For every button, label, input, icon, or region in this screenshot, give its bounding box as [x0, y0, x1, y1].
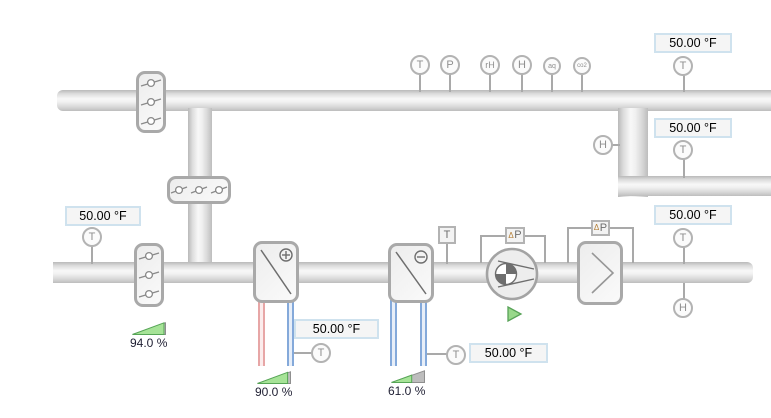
stem	[489, 74, 491, 92]
temp-readout-upper-right[interactable]: 50.00 °F	[654, 33, 732, 53]
sensor-label: co2	[577, 63, 587, 69]
stem	[683, 75, 685, 92]
heating-supply-pipe	[258, 298, 265, 366]
temp-sensor-icon: T	[82, 227, 102, 247]
fan-run-indicator-icon	[507, 306, 523, 322]
cooling-supply-pipe	[390, 300, 397, 366]
stem	[581, 75, 583, 92]
stem	[419, 74, 421, 92]
stem	[449, 74, 451, 92]
sensor-label: Δ	[593, 223, 600, 232]
stem	[446, 244, 448, 264]
minus-icon	[414, 250, 428, 264]
sensor-label: T	[443, 228, 451, 241]
plus-icon	[279, 248, 293, 262]
cooling-valve-value: 61.0 %	[388, 384, 426, 398]
mixing-duct-damper	[167, 176, 231, 204]
stem	[683, 247, 685, 264]
sensor-label: P	[599, 221, 608, 234]
co2-sensor-icon: co2	[573, 57, 591, 75]
heating-valve-value: 90.0 %	[255, 385, 293, 399]
fan-dp-bracket	[544, 235, 546, 263]
filter-chevron-icon	[591, 252, 615, 294]
damper-blades-icon	[138, 251, 160, 299]
sensor-label: T	[679, 143, 687, 156]
sensor-label: rH	[485, 59, 495, 70]
sensor-label: H	[679, 301, 687, 314]
stem	[551, 75, 553, 92]
fan-dp-bracket	[480, 235, 482, 263]
damper-blades-icon	[140, 78, 162, 126]
stem	[521, 74, 523, 92]
air-quality-sensor-icon: aq	[543, 57, 561, 75]
supply-fan	[485, 247, 539, 301]
coil-diagonal-icon	[395, 251, 427, 295]
stem	[426, 353, 448, 355]
humidity-sensor-icon: H	[593, 135, 613, 155]
fan-hub-icon	[494, 262, 518, 286]
stem	[292, 352, 314, 354]
cooling-valve-gauge-icon	[391, 370, 425, 383]
temp-readout-lower-right[interactable]: 50.00 °F	[654, 205, 732, 225]
stem	[611, 144, 620, 146]
filter-dp-bracket	[567, 227, 569, 263]
heating-valve-gauge-icon	[257, 371, 291, 384]
damper-position-gauge-icon	[132, 322, 166, 335]
damper-blades-icon	[170, 185, 228, 195]
damper-position-value: 94.0 %	[130, 336, 168, 350]
sensor-label: aq	[548, 62, 556, 70]
sensor-label: T	[416, 58, 424, 71]
sensor-label: T	[679, 59, 687, 72]
temp-sensor-icon: T	[446, 345, 466, 365]
duct-temp-probe-icon: T	[438, 226, 456, 244]
humidity-sensor-icon: H	[673, 298, 693, 318]
temp-sensor-icon: T	[673, 140, 693, 160]
sensor-label: T	[88, 230, 96, 243]
sensor-label: H	[599, 138, 607, 151]
temp-readout-lower-left[interactable]: 50.00 °F	[65, 206, 141, 226]
fan-dp-bracket	[480, 235, 507, 237]
temp-readout-branch[interactable]: 50.00 °F	[654, 118, 732, 138]
upper-duct-damper	[136, 71, 166, 133]
sensor-label: P	[514, 229, 522, 241]
humidity-rh-sensor-icon: rH	[480, 55, 500, 75]
pressure-sensor-icon: P	[440, 55, 460, 75]
filter-dp-bracket	[632, 227, 634, 263]
lower-duct-damper	[134, 243, 164, 307]
filter-dp-bracket	[607, 227, 634, 229]
coil-diagonal-icon	[260, 249, 292, 295]
stem	[683, 159, 685, 178]
sensor-label: Δ	[508, 230, 514, 240]
heating-coil	[253, 241, 299, 303]
stem	[683, 283, 685, 300]
sensor-label: H	[518, 58, 526, 71]
temp-readout-cooling-outlet[interactable]: 50.00 °F	[469, 343, 548, 363]
humidity-sensor-icon: H	[512, 55, 532, 75]
sensor-label: T	[452, 348, 460, 361]
stem	[91, 246, 93, 264]
sensor-label: T	[679, 231, 687, 244]
temp-sensor-icon: T	[673, 56, 693, 76]
heating-return-pipe	[287, 298, 294, 366]
temp-sensor-icon: T	[673, 228, 693, 248]
cooling-return-pipe	[420, 300, 427, 366]
temp-sensor-icon: T	[311, 343, 331, 363]
filter-dp-bracket	[567, 227, 593, 229]
sensor-label: P	[446, 58, 454, 71]
cooling-coil	[388, 243, 434, 303]
branch-duct	[618, 176, 771, 196]
sensor-label: T	[317, 346, 325, 359]
temp-sensor-icon: T	[410, 55, 430, 75]
temp-readout-heating-outlet[interactable]: 50.00 °F	[294, 319, 379, 339]
filter	[577, 241, 623, 305]
upper-duct	[57, 90, 771, 111]
fan-dp-bracket	[523, 235, 546, 237]
